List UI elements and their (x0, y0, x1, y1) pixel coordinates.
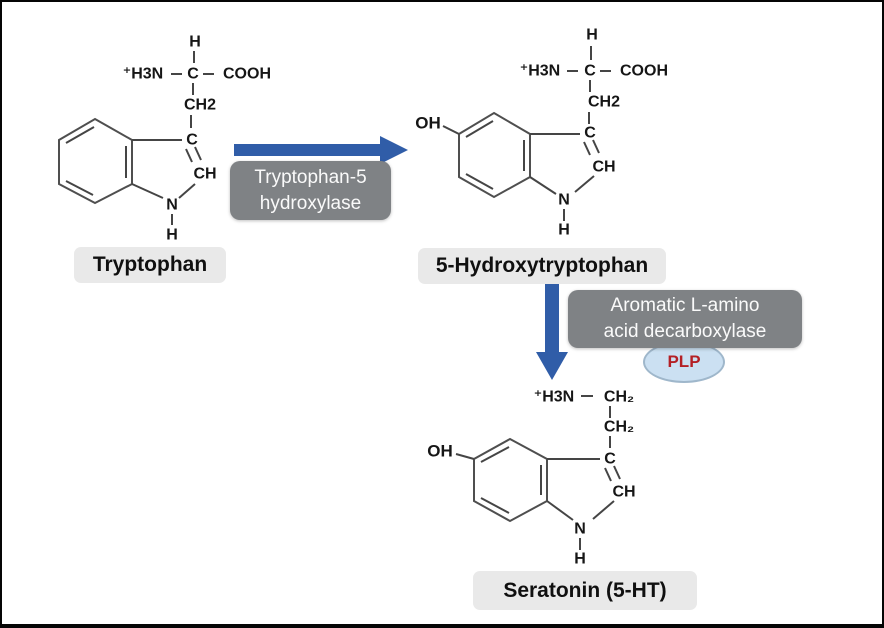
enzyme-line1: Tryptophan-5 (254, 166, 367, 188)
atom-ch2: CH2 (588, 94, 620, 111)
enzyme-line1: Aromatic L-amino (610, 295, 760, 316)
enzyme-tryptophan-hydroxylase: Tryptophan-5 hydroxylase (230, 161, 391, 220)
atom-amine: ⁺H3N (534, 389, 574, 406)
benzene-ring (458, 111, 531, 199)
atom-ring-c: C (584, 125, 596, 142)
atom-ch2-a: CH₂ (604, 389, 634, 406)
atom-hydroxyl: OH (415, 114, 441, 133)
label-tryptophan: Tryptophan (74, 247, 226, 283)
atom-ring-n: N (166, 197, 178, 214)
enzyme-line2: acid decarboxylase (603, 321, 767, 342)
atom-h-top: H (189, 34, 201, 51)
enzyme-line2: hydroxylase (259, 192, 362, 214)
atom-carboxyl: COOH (223, 66, 271, 83)
atom-h-top: H (586, 27, 598, 44)
benzene-ring (58, 117, 133, 205)
arrow-right-icon (234, 136, 408, 164)
enzyme-aadc: Aromatic L-amino acid decarboxylase (568, 290, 802, 348)
cofactor-plp-label: PLP (667, 352, 701, 371)
atom-ring-n: N (558, 192, 570, 209)
atom-hydroxyl: OH (427, 442, 453, 461)
tryptophan-structure: H ⁺H3N C COOH CH2 C CH N H (58, 34, 271, 244)
label-serotonin: Seratonin (5-HT) (473, 571, 697, 610)
atom-ch2: CH2 (184, 97, 216, 114)
benzene-ring (473, 437, 548, 523)
arrow-down-icon (536, 284, 568, 380)
tryptophan-bonds (58, 51, 214, 225)
serotonin-structure: ⁺H3N CH₂ CH₂ C CH N H OH (427, 389, 635, 568)
atom-carboxyl: COOH (620, 63, 668, 80)
atom-ring-c: C (186, 132, 198, 149)
atom-ring-c: C (604, 451, 616, 468)
atom-ring-ch: CH (612, 484, 635, 501)
atom-amine: ⁺H3N (123, 66, 163, 83)
atom-ring-ch: CH (193, 166, 216, 183)
atom-ch2-b: CH₂ (604, 419, 634, 436)
atom-alpha-c: C (187, 66, 199, 83)
atom-ring-ch: CH (592, 159, 615, 176)
serotonin-bonds (455, 395, 621, 550)
hydroxytryptophan-bonds (442, 46, 611, 221)
atom-n-h: H (574, 551, 586, 568)
atom-amine: ⁺H3N (520, 63, 560, 80)
label-hydroxytryptophan: 5-Hydroxytryptophan (418, 248, 666, 284)
atom-alpha-c: C (584, 63, 596, 80)
atom-ring-n: N (574, 521, 586, 538)
atom-n-h: H (166, 227, 178, 244)
hydroxytryptophan-structure: H ⁺H3N C COOH CH2 C CH N H OH (415, 27, 668, 239)
atom-n-h: H (558, 222, 570, 239)
